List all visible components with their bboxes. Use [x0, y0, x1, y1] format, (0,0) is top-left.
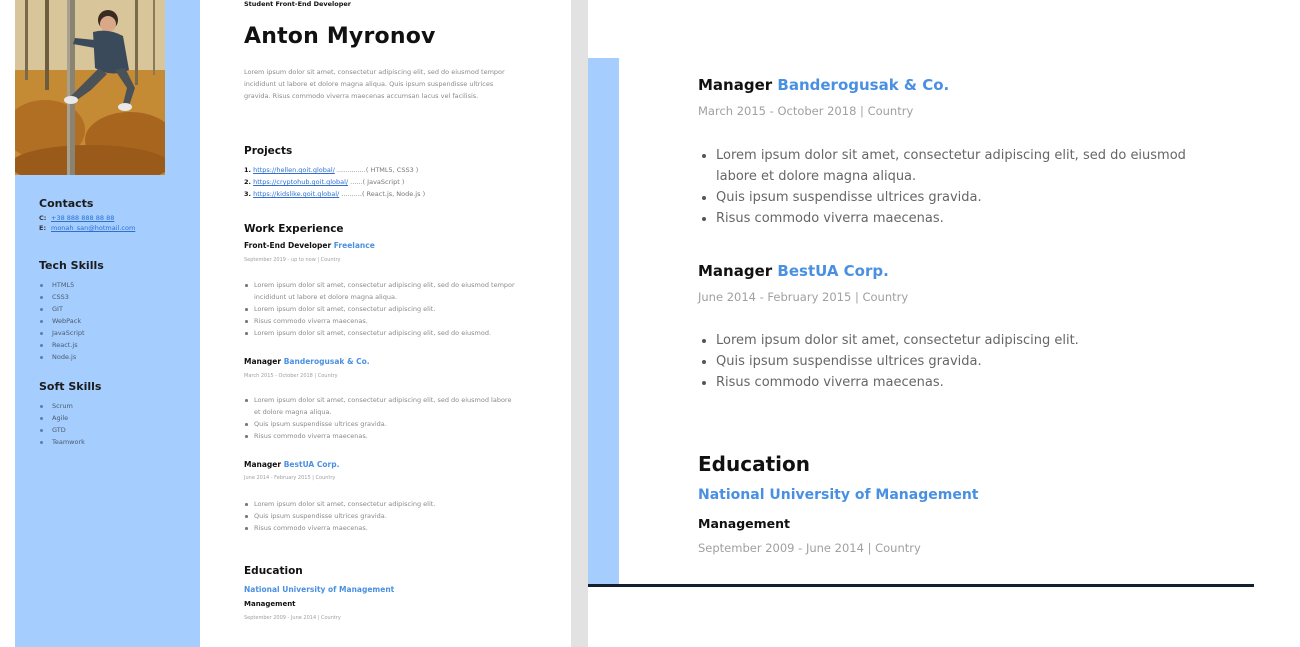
job-subtitle: Student Front-End Developer: [244, 0, 351, 8]
list-item: 2. https://cryptohub.goit.global/ ......…: [244, 176, 425, 188]
education-date: September 2009 - June 2014 | Country: [244, 615, 341, 621]
contacts-heading: Contacts: [39, 197, 94, 210]
list-item: Lorem ipsum dolor sit amet, consectetur …: [698, 145, 1198, 187]
job-date: June 2014 - February 2015 | Country: [244, 475, 336, 481]
education-university: National University of Management: [698, 487, 979, 503]
list-item: Node.js: [39, 351, 104, 363]
page-gutter: [571, 0, 588, 647]
list-item: GIT: [39, 303, 104, 315]
job-company: Banderogusak & Co.: [777, 76, 950, 94]
job-company: BestUA Corp.: [283, 460, 340, 469]
education-field: Management: [698, 516, 791, 531]
soft-skills-list: Scrum Agile GTD Teamwork: [39, 400, 101, 448]
education-field: Management: [244, 600, 296, 608]
list-item: Risus commodo viverra maecenas.: [244, 315, 519, 327]
project-link[interactable]: https://kidslike.goit.global/: [253, 190, 340, 198]
list-item: Risus commodo viverra maecenas.: [244, 430, 519, 442]
phone-row: C: +38 888 888 88 88: [39, 214, 135, 222]
job-title: Manager BestUA Corp.: [244, 460, 339, 469]
list-item: Teamwork: [39, 436, 101, 448]
job-title: Manager BestUA Corp.: [698, 262, 889, 280]
work-experience-heading: Work Experience: [244, 223, 344, 235]
tech-skills-section: Tech Skills HTML5 CSS3 GIT WebPack JavaS…: [39, 259, 104, 363]
job-title: Manager Banderogusak & Co.: [244, 357, 370, 366]
project-number: 1.: [244, 166, 251, 174]
list-item: WebPack: [39, 315, 104, 327]
phone-link[interactable]: +38 888 888 88 88: [51, 214, 115, 222]
list-item: HTML5: [39, 279, 104, 291]
project-stack: ..........( React.js, Node.js ): [341, 190, 426, 198]
job-bullets: Lorem ipsum dolor sit amet, consectetur …: [698, 330, 1198, 393]
job-date: March 2015 - October 2018 | Country: [698, 104, 914, 118]
list-item: GTD: [39, 424, 101, 436]
tech-skills-list: HTML5 CSS3 GIT WebPack JavaScript React.…: [39, 279, 104, 363]
job-bullets: Lorem ipsum dolor sit amet, consectetur …: [244, 498, 519, 534]
project-link[interactable]: https://hellen.goit.global/: [253, 166, 335, 174]
education-heading: Education: [244, 565, 303, 577]
list-item: Scrum: [39, 400, 101, 412]
job-role: Manager: [698, 262, 773, 280]
job-company: BestUA Corp.: [777, 262, 889, 280]
job-title: Manager Banderogusak & Co.: [698, 76, 949, 94]
email-row: E: monah_san@hotmail.com: [39, 224, 135, 232]
job-role: Manager: [244, 460, 282, 469]
list-item: Lorem ipsum dolor sit amet, consectetur …: [244, 327, 519, 339]
job-bullets: Lorem ipsum dolor sit amet, consectetur …: [698, 145, 1198, 229]
job-date: March 2015 - October 2018 | Country: [244, 373, 338, 379]
projects-heading: Projects: [244, 145, 293, 157]
phone-label: C:: [39, 214, 47, 222]
contacts-section: Contacts C: +38 888 888 88 88 E: monah_san…: [39, 197, 135, 232]
job-role: Manager: [698, 76, 773, 94]
list-item: Risus commodo viverra maecenas.: [698, 372, 1198, 393]
list-item: Quis ipsum suspendisse ultrices gravida.: [244, 510, 519, 522]
education-heading: Education: [698, 452, 810, 476]
project-number: 3.: [244, 190, 251, 198]
list-item: Lorem ipsum dolor sit amet, consectetur …: [244, 394, 519, 418]
list-item: Quis ipsum suspendisse ultrices gravida.: [698, 351, 1198, 372]
job-date: June 2014 - February 2015 | Country: [698, 290, 909, 304]
soft-skills-heading: Soft Skills: [39, 380, 102, 393]
job-company: Banderogusak & Co.: [283, 357, 370, 366]
project-stack: ......( JavaScript ): [350, 178, 405, 186]
job-bullets: Lorem ipsum dolor sit amet, consectetur …: [244, 394, 519, 442]
job-bullets: Lorem ipsum dolor sit amet, consectetur …: [244, 279, 519, 339]
job-role: Manager: [244, 357, 282, 366]
list-item: Lorem ipsum dolor sit amet, consectetur …: [244, 498, 519, 510]
list-item: Quis ipsum suspendisse ultrices gravida.: [244, 418, 519, 430]
projects-list: 1. https://hellen.goit.global/ .........…: [244, 164, 425, 200]
list-item: Risus commodo viverra maecenas.: [698, 208, 1198, 229]
page-title: Anton Myronov: [244, 24, 436, 49]
list-item: Risus commodo viverra maecenas.: [244, 522, 519, 534]
email-link[interactable]: monah_san@hotmail.com: [51, 224, 136, 232]
soft-skills-section: Soft Skills Scrum Agile GTD Teamwork: [39, 380, 101, 448]
project-stack: ..............( HTML5, CSS3 ): [336, 166, 419, 174]
list-item: Lorem ipsum dolor sit amet, consectetur …: [698, 330, 1198, 351]
accent-strip: [588, 58, 619, 585]
list-item: 1. https://hellen.goit.global/ .........…: [244, 164, 425, 176]
email-label: E:: [39, 224, 47, 232]
job-date: September 2019 - up to now | Country: [244, 257, 341, 263]
list-item: CSS3: [39, 291, 104, 303]
project-number: 2.: [244, 178, 251, 186]
project-link[interactable]: https://cryptohub.goit.global/: [253, 178, 349, 186]
list-item: Quis ipsum suspendisse ultrices gravida.: [698, 187, 1198, 208]
education-university: National University of Management: [244, 585, 395, 594]
page-bottom-rule: [588, 584, 1254, 587]
list-item: Agile: [39, 412, 101, 424]
list-item: JavaScript: [39, 327, 104, 339]
job-title: Front-End Developer Freelance: [244, 241, 375, 250]
education-date: September 2009 - June 2014 | Country: [698, 541, 921, 555]
list-item: 3. https://kidslike.goit.global/ .......…: [244, 188, 425, 200]
list-item: Lorem ipsum dolor sit amet, consectetur …: [244, 303, 519, 315]
intro-text: Lorem ipsum dolor sit amet, consectetur …: [244, 68, 505, 100]
list-item: Lorem ipsum dolor sit amet, consectetur …: [244, 279, 519, 303]
job-company: Freelance: [333, 241, 375, 250]
profile-photo: [15, 0, 165, 175]
resume-page-right: [588, 0, 1300, 647]
list-item: React.js: [39, 339, 104, 351]
job-role: Front-End Developer: [244, 241, 332, 250]
tech-skills-heading: Tech Skills: [39, 259, 104, 272]
